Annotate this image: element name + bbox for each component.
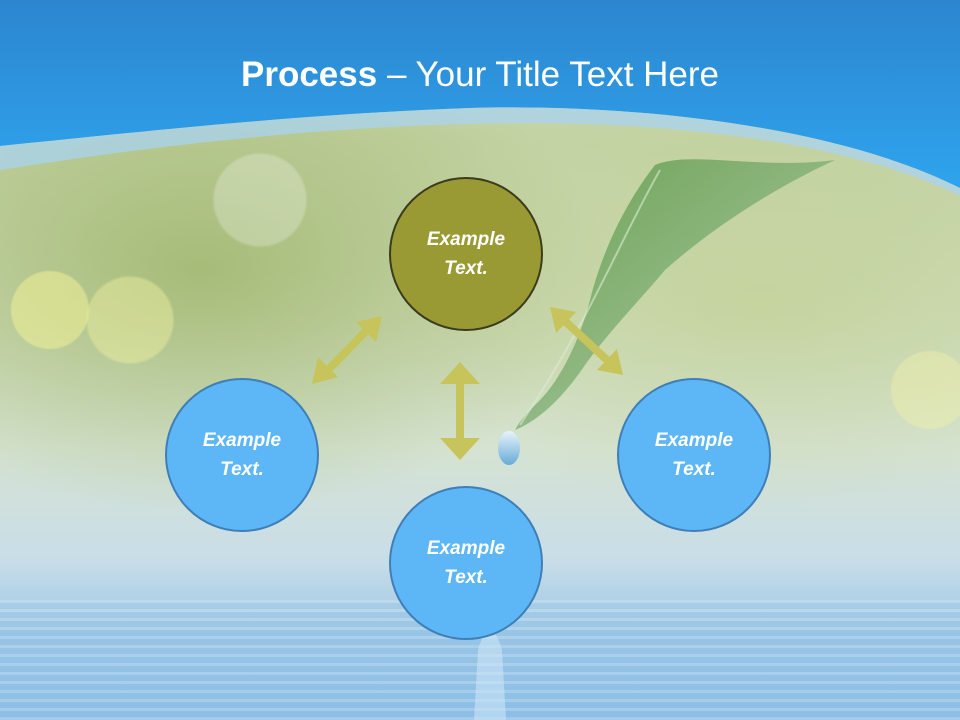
double-headed-arrow-icon: [550, 307, 623, 375]
slide-title: Process – Your Title Text Here: [0, 50, 960, 100]
process-node-top[interactable]: Example Text.: [389, 177, 543, 331]
title-rest-part: – Your Title Text Here: [377, 55, 719, 94]
process-node-right[interactable]: Example Text.: [617, 378, 771, 532]
node-top-label: Example Text.: [426, 229, 506, 279]
node-left-label: Example Text.: [202, 430, 282, 480]
double-headed-arrow-icon: [440, 362, 480, 460]
double-headed-arrow-icon: [312, 316, 382, 384]
title-bold-part: Process: [241, 55, 378, 94]
node-right-label: Example Text.: [654, 430, 734, 480]
process-node-bottom[interactable]: Example Text.: [389, 486, 543, 640]
process-node-left[interactable]: Example Text.: [165, 378, 319, 532]
node-bottom-label: Example Text.: [426, 538, 506, 588]
